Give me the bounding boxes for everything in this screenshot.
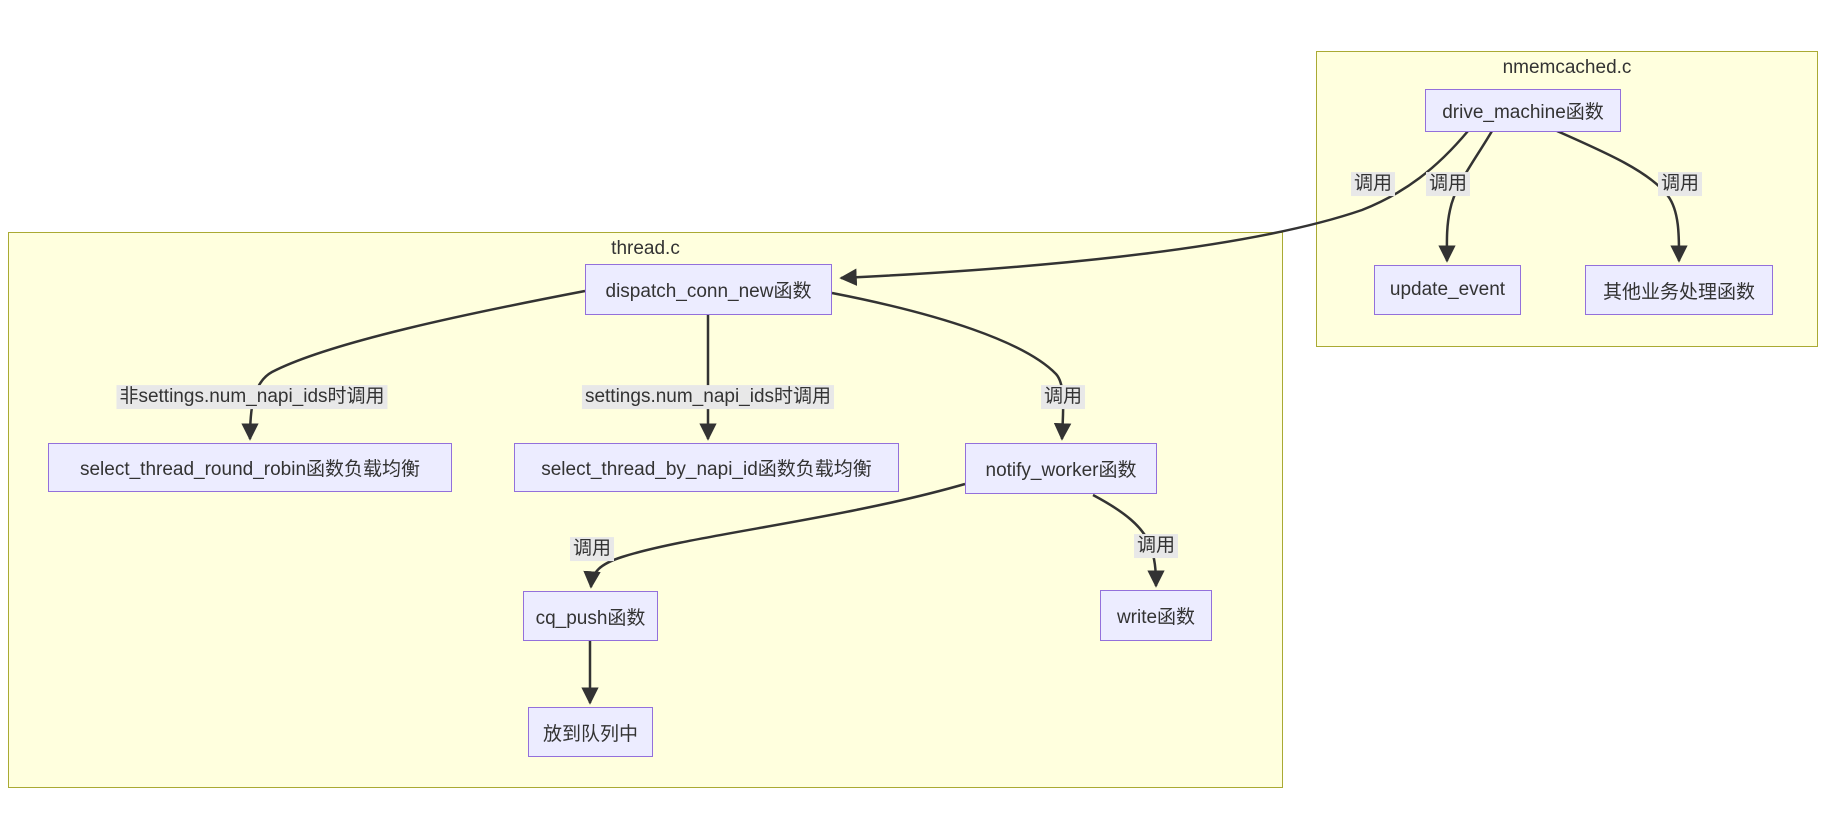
node-select-thread-by-napi-id: select_thread_by_napi_id函数负载均衡 — [514, 443, 899, 492]
node-put-in-queue: 放到队列中 — [528, 707, 653, 757]
edge-dispatch-to-select-thread-round-robin — [241, 289, 586, 441]
node-notify-worker: notify_worker函数 — [965, 443, 1157, 494]
node-drive-machine: drive_machine函数 — [1425, 89, 1621, 132]
cluster-thread-c: thread.c — [8, 232, 1283, 788]
node-cq-push: cq_push函数 — [523, 591, 658, 641]
edge-notify-worker-to-cq-push — [583, 482, 966, 589]
edge-drive-machine-to-update-event — [1438, 130, 1494, 263]
edge-label-notify-to-write: 调用 — [1133, 534, 1179, 558]
edge-label-drive-to-dispatch: 调用 — [1350, 172, 1396, 196]
node-write: write函数 — [1100, 590, 1212, 641]
cluster-thread-c-title: thread.c — [611, 238, 680, 259]
node-dispatch-conn-new: dispatch_conn_new函数 — [585, 264, 832, 315]
edge-label-dispatch-to-notify: 调用 — [1040, 385, 1086, 409]
edge-drive-machine-to-dispatch-conn-new — [839, 130, 1469, 286]
edge-label-dispatch-to-by-napi-id: settings.num_napi_ids时调用 — [581, 385, 835, 409]
edge-drive-machine-to-other-business — [1556, 129, 1688, 263]
cluster-nmemcached-c-title: nmemcached.c — [1502, 57, 1632, 78]
edge-label-notify-to-cq-push: 调用 — [569, 537, 615, 561]
edge-label-drive-to-update-event: 调用 — [1425, 172, 1471, 196]
node-other-business: 其他业务处理函数 — [1585, 265, 1773, 315]
node-select-thread-round-robin: select_thread_round_robin函数负载均衡 — [48, 443, 452, 492]
edge-label-dispatch-to-round-robin: 非settings.num_napi_ids时调用 — [116, 385, 388, 409]
node-update-event: update_event — [1374, 265, 1521, 315]
edge-dispatch-to-notify-worker — [831, 291, 1072, 441]
edge-label-drive-to-other: 调用 — [1657, 172, 1703, 196]
